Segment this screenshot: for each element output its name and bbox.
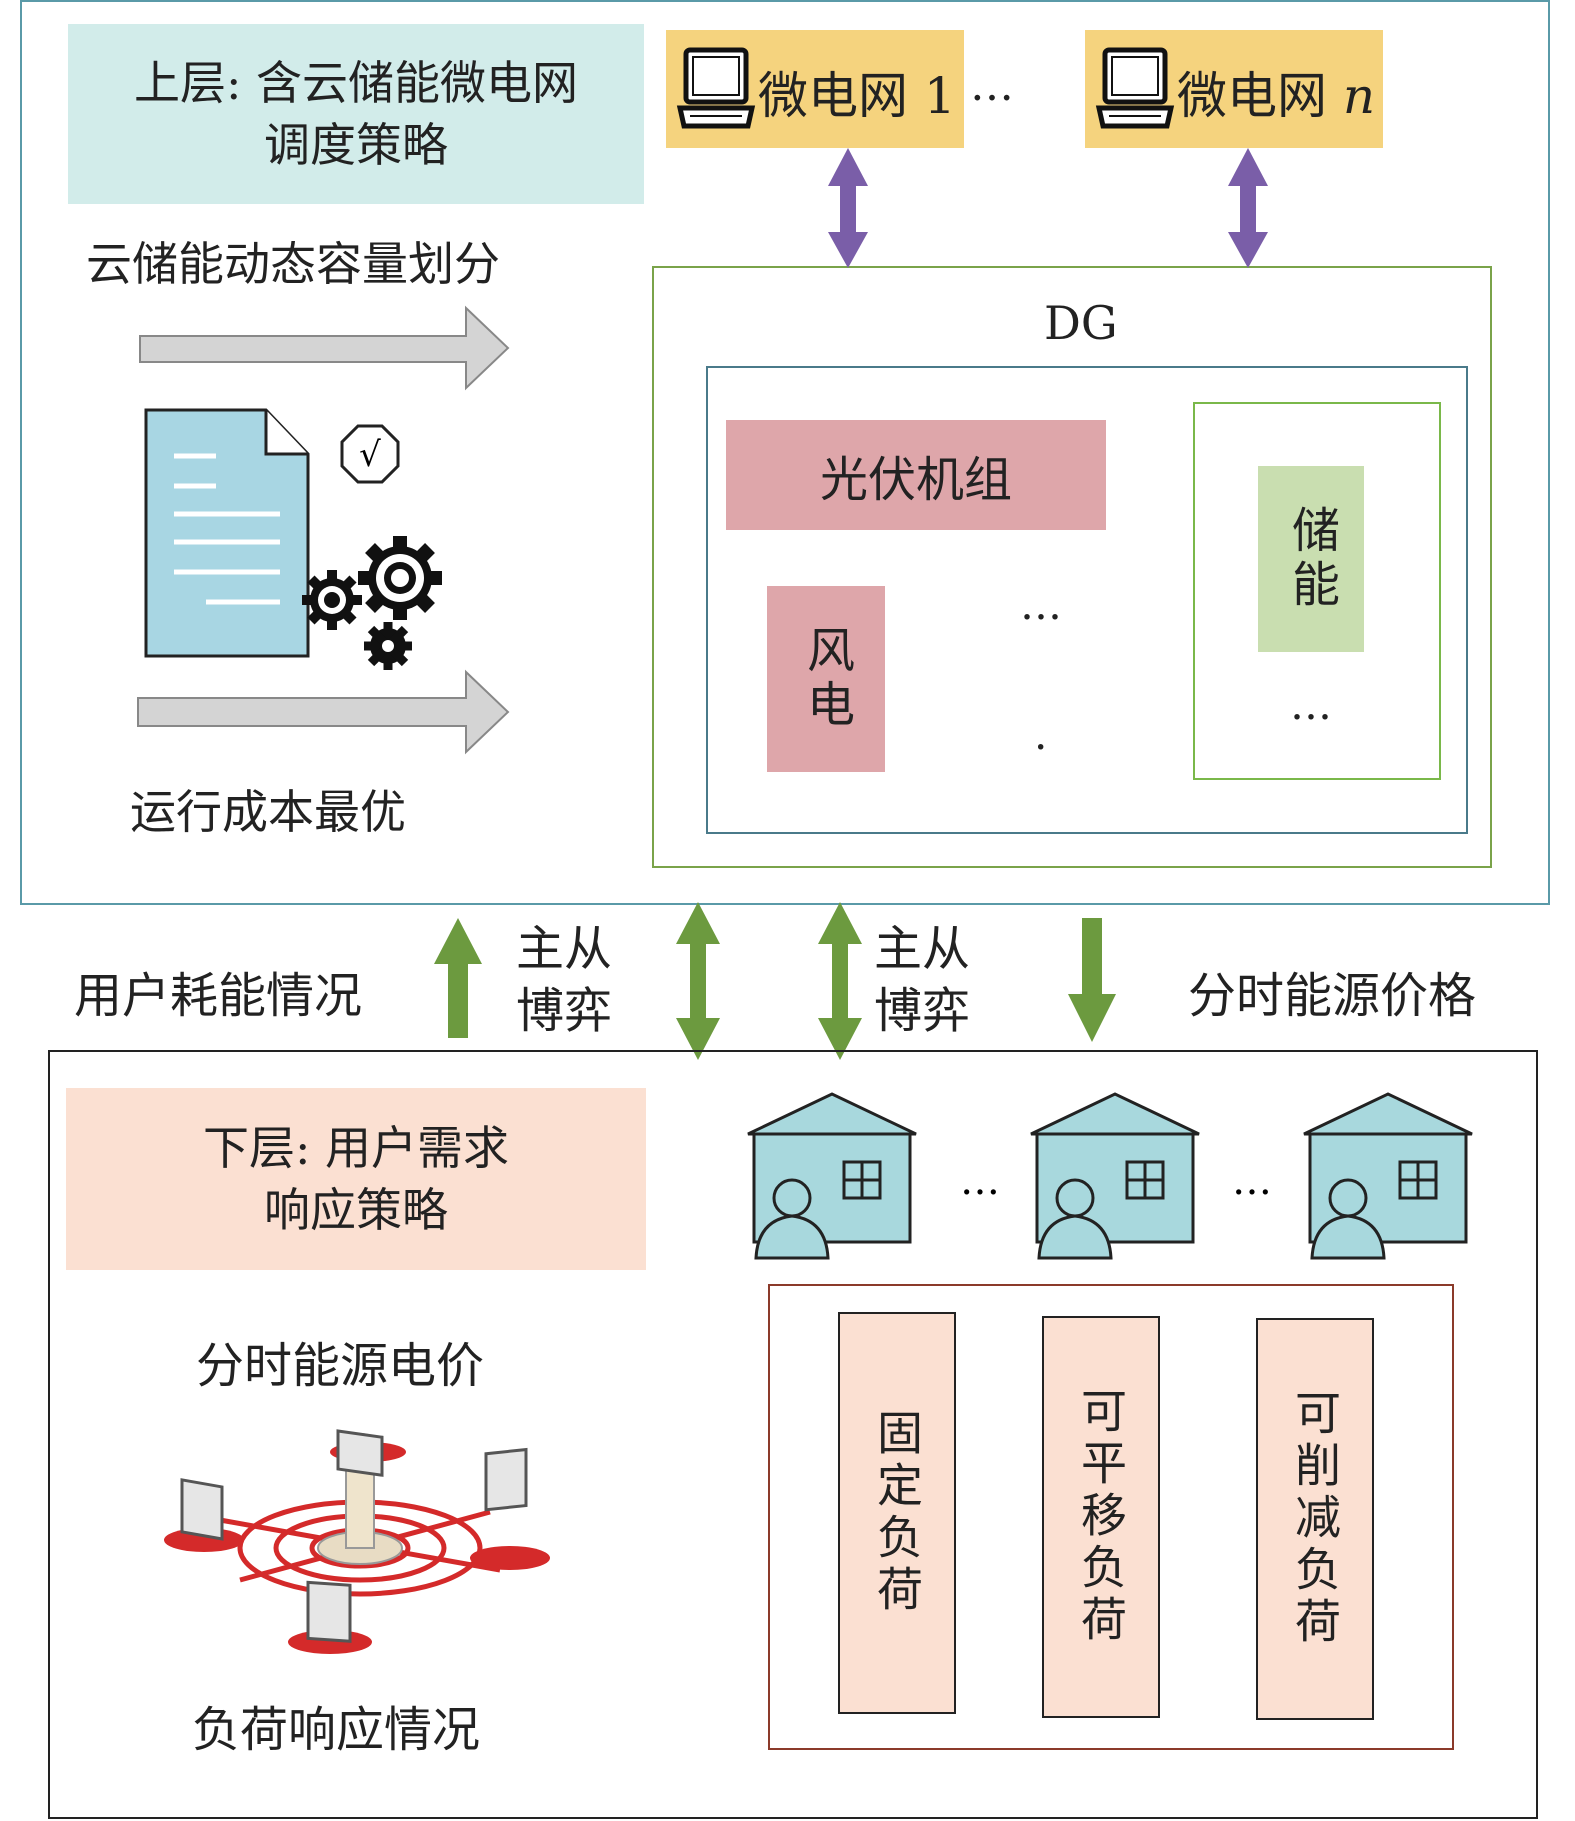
house-icon bbox=[747, 1092, 917, 1260]
upper-title-line2: 调度策略 bbox=[264, 118, 448, 172]
load-response-label: 负荷响应情况 bbox=[192, 1702, 481, 1758]
check-mark: √ bbox=[359, 435, 381, 475]
tou-energy-price-label: 分时能源价格 bbox=[1188, 968, 1477, 1024]
document-icon bbox=[144, 408, 310, 658]
shiftable-load-box: 可平移负荷 bbox=[1042, 1316, 1160, 1718]
house-ellipsis: … bbox=[960, 1158, 1000, 1204]
microgrid-n-index: n bbox=[1342, 67, 1376, 125]
wind-power-box: 风电 bbox=[767, 586, 885, 772]
purple-double-arrow-icon bbox=[1228, 148, 1268, 268]
monitor-icon bbox=[470, 1447, 550, 1570]
storage-box: 储能 bbox=[1258, 466, 1364, 652]
game-label-1: 主从 博弈 bbox=[516, 918, 612, 1042]
arrow-right-icon bbox=[137, 669, 510, 755]
upper-layer-frame bbox=[20, 0, 1550, 905]
lower-title-line2: 响应策略 bbox=[264, 1183, 448, 1237]
green-double-arrow-icon bbox=[818, 902, 862, 1060]
green-double-arrow-icon bbox=[676, 902, 720, 1060]
tou-electricity-price-label: 分时能源电价 bbox=[196, 1338, 485, 1394]
network-illustration bbox=[164, 1429, 550, 1654]
green-up-arrow-icon bbox=[434, 918, 482, 1038]
gear-icon bbox=[358, 536, 442, 620]
document-gears-illustration: √ bbox=[137, 305, 510, 755]
game-label-1-line2: 博弈 bbox=[516, 983, 613, 1039]
upper-title-box: 上层: 含云储能微电网 调度策略 bbox=[68, 24, 644, 204]
check-octagon-icon: √ bbox=[340, 424, 400, 484]
upper-title-line1: 上层: 含云储能微电网 bbox=[133, 56, 579, 110]
houses-row: … … bbox=[747, 1092, 1473, 1260]
pv-unit-box: 光伏机组 bbox=[726, 420, 1106, 530]
arrow-right-icon bbox=[139, 305, 510, 391]
curtailable-load-box: 可削减负荷 bbox=[1256, 1318, 1374, 1720]
dg-ellipsis: … bbox=[1020, 580, 1062, 629]
gear-icon bbox=[302, 570, 362, 630]
monitor-icon bbox=[288, 1580, 372, 1654]
microgrid-n-box: 微电网 n bbox=[1085, 30, 1383, 148]
house-icon bbox=[1303, 1092, 1473, 1260]
green-down-arrow-icon bbox=[1068, 918, 1116, 1042]
dg-inner-frame bbox=[706, 366, 1468, 834]
cloud-partition-label: 云储能动态容量划分 bbox=[86, 237, 500, 291]
microgrid-n-label: 微电网 n bbox=[1177, 56, 1375, 128]
game-label-2-line1: 主从 bbox=[874, 921, 971, 977]
user-consumption-label: 用户耗能情况 bbox=[74, 968, 363, 1024]
lower-title-box: 下层: 用户需求 响应策略 bbox=[66, 1088, 646, 1270]
microgrid-1-label: 微电网 1 bbox=[758, 67, 956, 125]
load-types-frame bbox=[768, 1284, 1454, 1750]
laptop-icon bbox=[676, 47, 756, 129]
cost-optimal-label: 运行成本最优 bbox=[130, 785, 406, 839]
game-label-2: 主从 博弈 bbox=[874, 918, 970, 1042]
game-label-1-line1: 主从 bbox=[516, 921, 613, 977]
house-icon bbox=[1030, 1092, 1200, 1260]
gear-icon bbox=[364, 622, 412, 670]
microgrid-1-box: 微电网 1 bbox=[666, 30, 964, 148]
dg-frame bbox=[652, 266, 1492, 868]
storage-frame bbox=[1193, 402, 1441, 780]
monitor-icon bbox=[330, 1429, 406, 1477]
lower-layer-frame bbox=[48, 1050, 1538, 1819]
fixed-load-box: 固定负荷 bbox=[838, 1312, 956, 1714]
dg-title: DG bbox=[1044, 296, 1118, 350]
microgrid-n-prefix: 微电网 bbox=[1177, 67, 1343, 125]
lower-title-line1: 下层: 用户需求 bbox=[202, 1121, 510, 1175]
storage-ellipsis: … bbox=[1290, 680, 1332, 729]
laptop-icon bbox=[1095, 47, 1175, 129]
purple-double-arrow-icon bbox=[828, 148, 868, 268]
monitor-icon bbox=[164, 1478, 244, 1552]
microgrid-ellipsis: … bbox=[970, 60, 1014, 111]
game-label-2-line2: 博弈 bbox=[874, 983, 971, 1039]
house-ellipsis: … bbox=[1232, 1158, 1272, 1204]
dg-dot: . bbox=[1034, 710, 1048, 759]
